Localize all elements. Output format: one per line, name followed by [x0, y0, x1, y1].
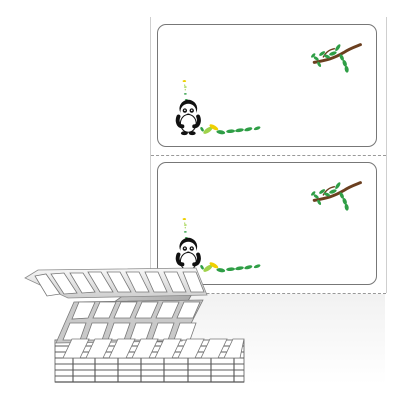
- bottom-front-label-cells: [62, 338, 245, 359]
- perforation-line-top: [151, 155, 386, 156]
- panda-icon: [175, 218, 201, 274]
- label-card-bottom: [157, 162, 377, 285]
- label-sheet: [150, 17, 387, 294]
- leafy-branch-icon: [311, 181, 362, 211]
- leafy-branch-icon: [311, 43, 362, 73]
- label-artwork-top: [175, 43, 362, 136]
- leaf-cluster-icon: [200, 124, 261, 135]
- perforation-line-bottom: [151, 293, 386, 294]
- ribbon-label-cells: [34, 271, 205, 341]
- panda-icon: [175, 80, 201, 136]
- label-card-top: [157, 24, 377, 147]
- leaf-cluster-icon: [200, 262, 261, 273]
- label-artwork-bottom: [175, 181, 362, 274]
